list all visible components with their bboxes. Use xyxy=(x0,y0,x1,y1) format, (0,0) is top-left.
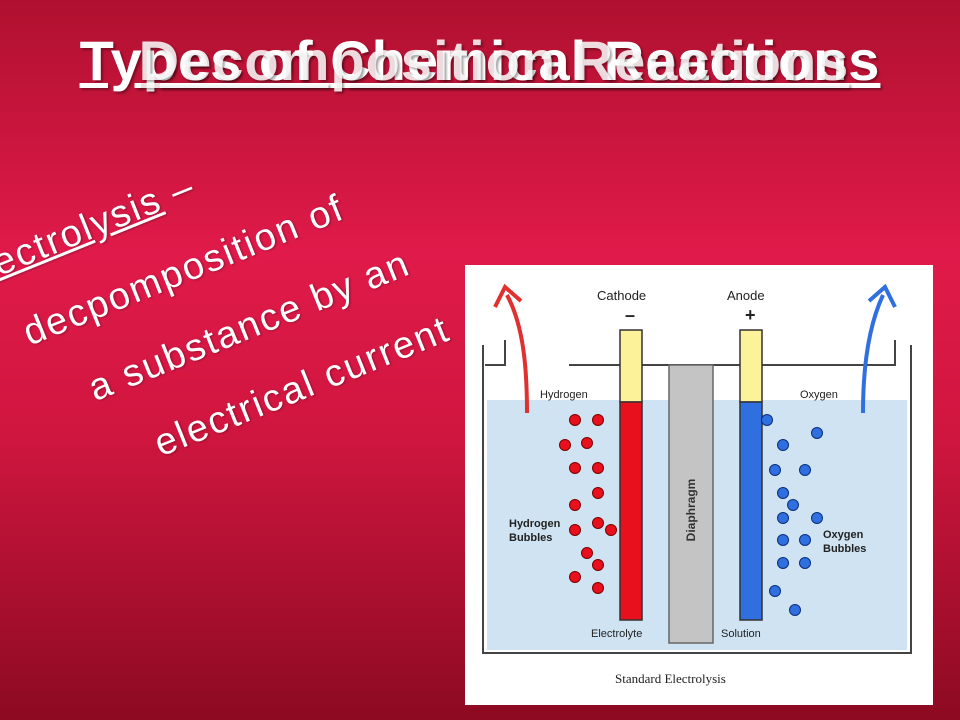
oxygen-bubble xyxy=(799,557,811,569)
oxygen-bubble xyxy=(799,464,811,476)
oxygen-arrow xyxy=(861,294,885,414)
hydrogen-bubble xyxy=(581,437,593,449)
oxygen-arrowhead xyxy=(867,283,897,308)
slide-title-overlay: Decomposition Reactions xyxy=(138,29,850,92)
tank-outline xyxy=(482,345,912,654)
slide-title: Types of Chemical Reactions xyxy=(79,29,881,92)
hydrogen-bubbles xyxy=(559,414,617,594)
anode-electrode xyxy=(739,401,763,621)
hydrogen-bubble xyxy=(581,547,593,559)
hydrogen-bubble xyxy=(559,439,571,451)
anode-terminal xyxy=(739,329,763,403)
hydrogen-bubble xyxy=(605,524,617,536)
hydrogen-bubble xyxy=(569,571,581,583)
oxygen-bubble xyxy=(777,557,789,569)
hydrogen-arrowhead xyxy=(493,283,523,308)
oxygen-bubble xyxy=(769,585,781,597)
oxygen-bubble xyxy=(777,512,789,524)
hydrogen-bubble xyxy=(592,414,604,426)
oxygen-bubble xyxy=(811,512,823,524)
hydrogen-bubble xyxy=(569,499,581,511)
solution-label: Solution xyxy=(721,628,761,640)
diaphragm-label: Diaphragm xyxy=(684,479,698,542)
oxygen-bubble xyxy=(789,604,801,616)
hydrogen-bubble xyxy=(592,559,604,571)
oxygen-bubbles xyxy=(761,414,823,616)
oxygen-bubbles-label-2: Bubbles xyxy=(823,543,866,555)
electrolyte-label: Electrolyte xyxy=(591,628,642,640)
tank-lid xyxy=(485,340,896,366)
cathode-terminal xyxy=(619,329,643,403)
oxygen-bubble xyxy=(777,487,789,499)
oxygen-bubble xyxy=(769,464,781,476)
oxygen-bubble xyxy=(777,439,789,451)
hydrogen-bubble xyxy=(569,462,581,474)
oxygen-bubble xyxy=(777,534,789,546)
hydrogen-bubble xyxy=(569,524,581,536)
cathode-sign: – xyxy=(625,305,635,325)
hydrogen-label: Hydrogen xyxy=(540,389,588,401)
hydrogen-bubble xyxy=(592,582,604,594)
diaphragm xyxy=(668,364,714,644)
cathode-electrode xyxy=(619,401,643,621)
oxygen-bubbles-label-1: Oxygen xyxy=(823,529,864,541)
electrolysis-diagram: Diaphragm Cathode – Anode + Hydrogen Oxy… xyxy=(465,265,933,705)
hydrogen-bubble xyxy=(592,517,604,529)
oxygen-label: Oxygen xyxy=(800,389,838,401)
anode-label: Anode xyxy=(727,288,765,303)
oxygen-bubble xyxy=(799,534,811,546)
hydrogen-bubbles-label-2: Bubbles xyxy=(509,532,552,544)
hydrogen-bubble xyxy=(592,462,604,474)
hydrogen-bubble xyxy=(592,487,604,499)
hydrogen-bubble xyxy=(569,414,581,426)
diagram-caption: Standard Electrolysis xyxy=(615,671,726,686)
oxygen-bubble xyxy=(787,499,799,511)
hydrogen-bubbles-label-1: Hydrogen xyxy=(509,518,561,530)
oxygen-bubble xyxy=(761,414,773,426)
anode-sign: + xyxy=(745,305,756,325)
oxygen-bubble xyxy=(811,427,823,439)
hydrogen-arrow xyxy=(505,294,529,414)
cathode-label: Cathode xyxy=(597,288,646,303)
